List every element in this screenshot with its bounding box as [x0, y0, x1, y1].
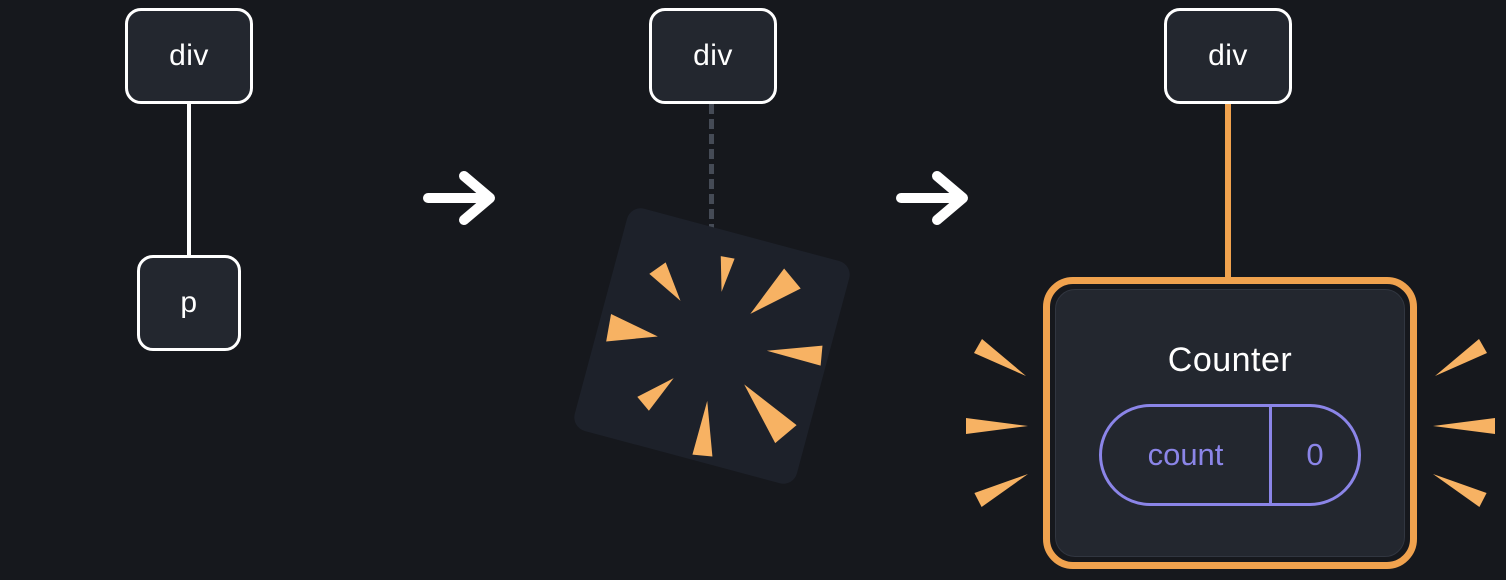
tree-edge-dashed	[709, 104, 714, 234]
component-title: Counter	[1167, 340, 1293, 379]
tree-edge-orange	[1225, 104, 1231, 280]
node-label: div	[169, 39, 209, 72]
destroyed-node-tile	[571, 205, 853, 487]
dom-node-div-after: div	[1164, 8, 1292, 104]
tree-edge-solid	[187, 104, 191, 256]
sparkle-burst-left-icon	[966, 339, 1028, 507]
dom-node-div-before: div	[125, 8, 253, 104]
node-label: p	[180, 286, 198, 319]
node-label: div	[693, 39, 733, 72]
counter-component-card: Counter count 0	[1043, 277, 1417, 569]
node-label: div	[1208, 39, 1248, 72]
state-value-label: 0	[1306, 436, 1324, 472]
sparkle-burst-right-icon	[1433, 339, 1495, 507]
dom-node-div-during: div	[649, 8, 777, 104]
counter-component-panel: Counter count 0	[1055, 289, 1405, 557]
dom-node-p: p	[137, 255, 241, 351]
arrow-right-icon	[423, 171, 495, 225]
state-pill: count 0	[1099, 403, 1361, 506]
state-key-label: count	[1102, 406, 1272, 503]
arrow-right-icon	[896, 171, 968, 225]
explosion-starburst-icon	[606, 256, 823, 457]
